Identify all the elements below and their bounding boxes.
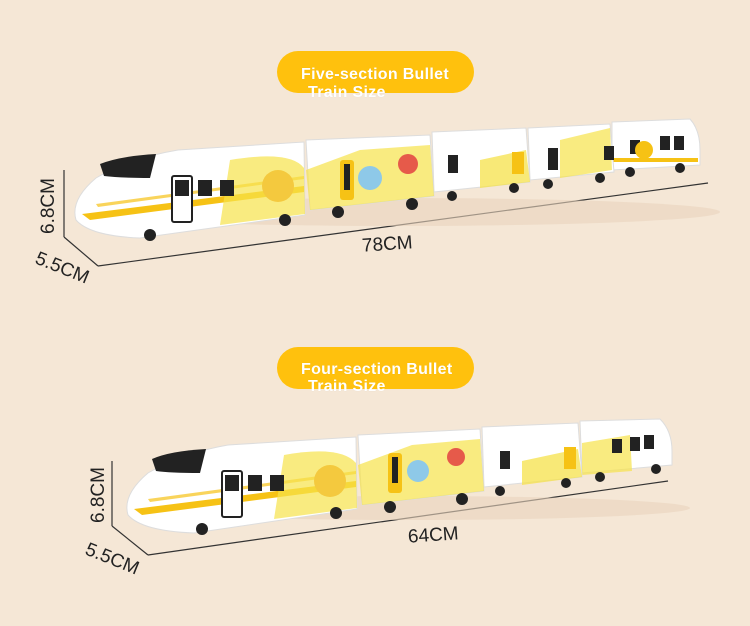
- train-coach: [527, 123, 615, 189]
- section-title-line1: Four-section Bullet: [301, 361, 453, 378]
- four-section-train-illustration: [111, 418, 690, 556]
- train-locomotive: [74, 141, 306, 241]
- train-height-label: 6.8CM: [38, 178, 59, 234]
- train-length-label: 64CM: [407, 523, 460, 548]
- train-length-label: 78CM: [361, 232, 414, 257]
- width-dimension-line: [63, 236, 99, 267]
- train-coach: [431, 127, 531, 201]
- train-coach: [305, 134, 435, 218]
- section-title-line1: Five-section Bullet: [301, 66, 449, 83]
- width-dimension-line: [111, 525, 149, 556]
- train-coach: [481, 422, 583, 496]
- four-section-block: Four-section Bullet Train Size: [0, 313, 750, 626]
- five-section-train-illustration: [63, 118, 720, 267]
- train-locomotive: [126, 436, 358, 535]
- section-title-line2: Train Size: [308, 84, 386, 101]
- train-coach: [579, 418, 673, 482]
- title-pill: [277, 51, 474, 93]
- train-coach: [357, 428, 485, 513]
- title-pill: [277, 347, 474, 389]
- section-title-line2: Train Size: [308, 378, 386, 395]
- train-coach: [611, 118, 701, 177]
- five-section-block: Five-section Bullet Train Size: [32, 51, 720, 288]
- train-height-label: 6.8CM: [88, 467, 109, 523]
